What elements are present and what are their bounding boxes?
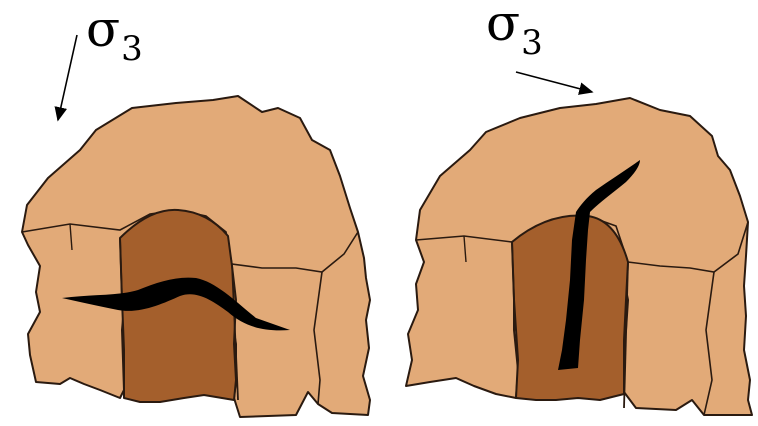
right-sigma-subscript: 3: [521, 23, 543, 63]
left-stress-label: σ3: [86, 4, 143, 54]
right-panel: [406, 72, 752, 415]
right-sigma-symbol: σ: [486, 0, 520, 52]
left-sigma-symbol: σ: [86, 0, 120, 58]
left-panel: [22, 35, 370, 417]
right-stress-label: σ3: [486, 0, 543, 48]
right-stress-arrow-icon: [516, 72, 592, 92]
left-stress-arrow-icon: [58, 35, 77, 120]
left-sigma-subscript: 3: [121, 29, 143, 69]
